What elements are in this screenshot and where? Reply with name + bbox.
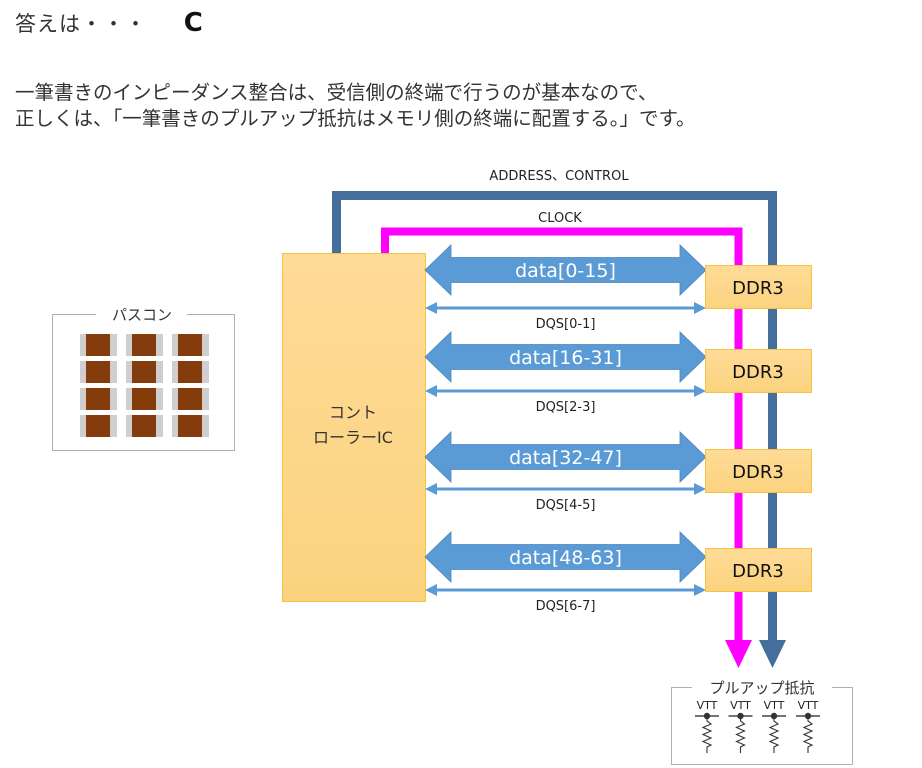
data-bus-label: data[32-47]: [509, 447, 622, 469]
controller-ic: [282, 253, 426, 602]
capacitor: [172, 388, 209, 410]
channel-1: data[16-31] DQS[2-3] DDR3: [424, 331, 812, 415]
bypass-capacitor-group: パスコン: [52, 306, 235, 451]
vtt-label: VTT: [764, 699, 785, 712]
answer-lead: 答えは・・・: [15, 12, 147, 36]
ddr3-label: DDR3: [732, 362, 784, 383]
bypass-capacitor-title: パスコン: [112, 306, 172, 324]
capacitor: [172, 334, 209, 356]
resistor-zigzag: [768, 716, 780, 753]
address-control-label: ADDRESS、CONTROL: [489, 169, 629, 184]
capacitor: [80, 415, 117, 437]
pullup-resistor: VTT: [796, 699, 820, 753]
dqs-arrowhead-right: [694, 584, 706, 596]
ddr3-memory-chip: [705, 349, 812, 393]
address-bus-arrowhead: [759, 640, 786, 668]
capacitor: [172, 415, 209, 437]
clock-label: CLOCK: [538, 211, 582, 226]
explanation: 一筆書きのインピーダンス整合は、受信側の終端で行うのが基本なので、 正しくは、「…: [15, 80, 696, 132]
capacitor: [126, 415, 163, 437]
dqs-arrowhead-left: [425, 483, 437, 495]
answer-line: 答えは・・・ C: [15, 8, 203, 38]
pullup-resistor: VTT: [695, 699, 719, 753]
dqs-arrowhead-left: [425, 584, 437, 596]
resistor-zigzag: [735, 716, 746, 753]
dqs-arrowhead-left: [425, 385, 437, 397]
dqs-arrowhead-right: [694, 385, 706, 397]
vtt-label: VTT: [697, 699, 718, 712]
explanation-line-1: 一筆書きのインピーダンス整合は、受信側の終端で行うのが基本なので、: [15, 81, 658, 104]
pullup-resistor: VTT: [728, 699, 753, 753]
dqs-arrowhead-right: [694, 483, 706, 495]
dqs-label: DQS[4-5]: [536, 498, 596, 513]
ddr3-memory-chip: [705, 449, 812, 493]
capacitor: [80, 334, 117, 356]
ddr3-memory-chip: [705, 265, 812, 309]
data-bus-label: data[0-15]: [515, 260, 616, 282]
vtt-label: VTT: [730, 699, 751, 712]
channel-2: data[32-47] DQS[4-5] DDR3: [424, 431, 812, 513]
pullup-resistor: VTT: [762, 699, 786, 753]
ddr3-label: DDR3: [732, 462, 784, 483]
capacitor: [126, 388, 163, 410]
address-control-bus-line: [332, 191, 777, 642]
pullup-resistor-title: プルアップ抵抗: [709, 679, 814, 697]
clock-line: [381, 227, 743, 642]
ddr3-label: DDR3: [732, 278, 784, 299]
answer-letter: C: [183, 8, 203, 38]
data-bus-label: data[48-63]: [509, 547, 622, 569]
pullup-resistor-group: プルアップ抵抗 VTT VTT VTT VTT: [671, 679, 853, 765]
channel-3: data[48-63] DQS[6-7] DDR3: [424, 531, 812, 614]
dqs-label: DQS[0-1]: [536, 317, 596, 332]
capacitor: [80, 361, 117, 383]
dqs-label: DQS[2-3]: [536, 400, 596, 415]
clock-arrowhead: [725, 640, 752, 668]
capacitor: [172, 361, 209, 383]
controller-label-line-1: コント: [329, 403, 377, 422]
capacitor: [126, 334, 163, 356]
ddr3-label: DDR3: [732, 561, 784, 582]
data-bus-label: data[16-31]: [509, 347, 622, 369]
resistor-zigzag: [701, 716, 713, 753]
dqs-label: DQS[6-7]: [536, 599, 596, 614]
ddr3-memory-chip: [705, 548, 812, 592]
explanation-line-2: 正しくは、「一筆書きのプルアップ抵抗はメモリ側の終端に配置する。」です。: [15, 107, 696, 130]
vtt-label: VTT: [798, 699, 819, 712]
controller-label-line-2: ローラーIC: [313, 428, 393, 447]
channel-0: data[0-15] DQS[0-1] DDR3: [424, 244, 812, 332]
capacitor: [126, 361, 163, 383]
dqs-arrowhead-left: [425, 302, 437, 314]
pullup-resistor-frame: [671, 687, 853, 765]
bypass-capacitor-frame: [52, 314, 235, 451]
dqs-arrowhead-right: [694, 302, 706, 314]
memory-channels: data[0-15] DQS[0-1] DDR3 data[16-31] DQS[2-3…: [424, 244, 812, 614]
resistor-zigzag: [802, 716, 814, 753]
capacitor: [80, 388, 117, 410]
